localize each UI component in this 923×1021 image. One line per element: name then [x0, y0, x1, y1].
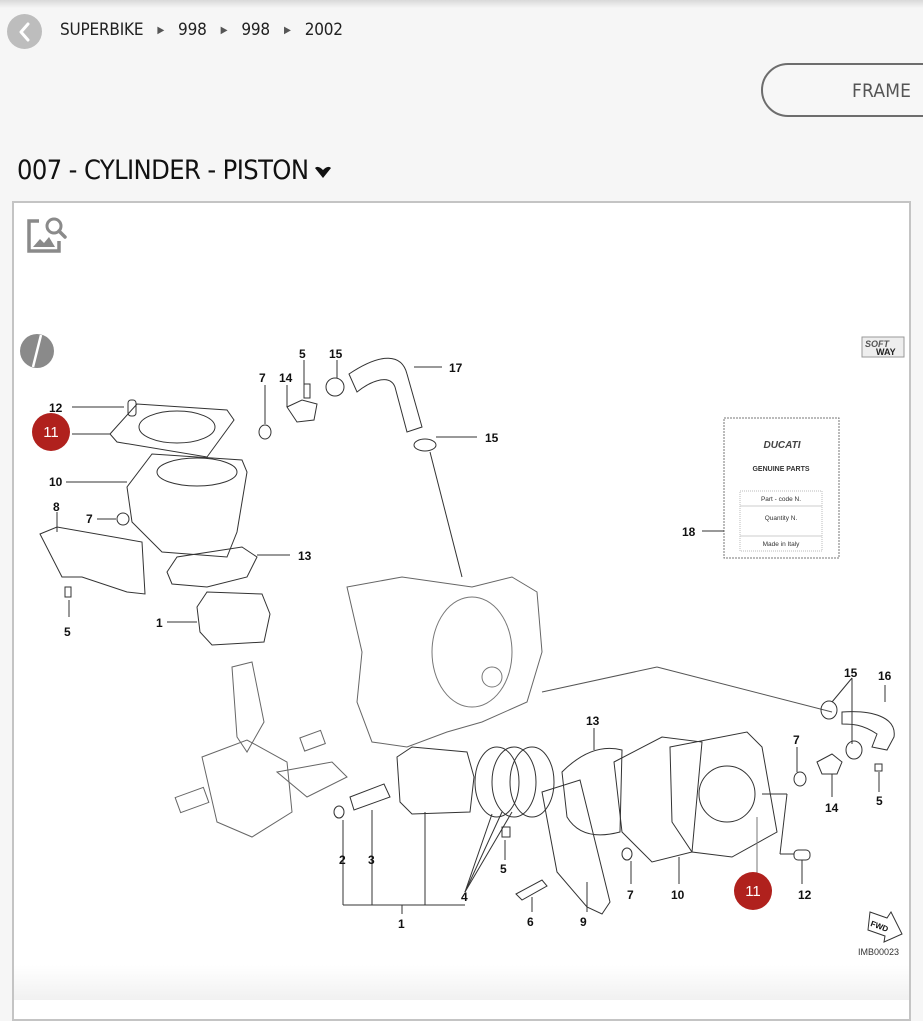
part-label: 14 — [279, 371, 293, 385]
part-label: 5 — [500, 862, 507, 876]
part-label: 10 — [671, 888, 685, 902]
part-label: 16 — [878, 669, 892, 683]
back-button[interactable] — [7, 14, 42, 49]
tag-subtitle: GENUINE PARTS — [752, 466, 809, 473]
softway-logo-text-2: WAY — [876, 347, 896, 357]
part-label: 14 — [825, 801, 839, 815]
part-label: 5 — [64, 625, 71, 639]
frame-button-label: FRAME — [852, 80, 912, 102]
part-label: 1 — [156, 616, 163, 630]
fwd-arrow-icon: FWD — [867, 911, 903, 943]
breadcrumb-separator-icon: ▶ — [157, 24, 165, 36]
image-zoom-icon[interactable] — [26, 215, 68, 259]
part-label: 15 — [844, 666, 858, 680]
chevron-left-icon — [19, 22, 29, 41]
part-label: 15 — [329, 347, 343, 361]
part-label: 12 — [49, 401, 63, 415]
parts-diagram-panel: SOFT WAY — [12, 201, 911, 1021]
brand-logo-icon — [19, 333, 55, 373]
part-label: 5 — [299, 347, 306, 361]
breadcrumb-item-family[interactable]: 998 — [178, 20, 207, 40]
page-title[interactable]: 007 - CYLINDER - PISTON — [17, 155, 332, 186]
part-label: 7 — [86, 512, 93, 526]
part-callout-highlight[interactable]: 11 — [734, 872, 772, 910]
breadcrumb-item-category[interactable]: SUPERBIKE — [60, 20, 144, 40]
breadcrumb-item-model[interactable]: 998 — [241, 20, 270, 40]
part-callout-highlight[interactable]: 11 — [32, 413, 70, 451]
part-label: 6 — [527, 915, 534, 929]
tag-origin: Made in Italy — [763, 541, 801, 548]
tag-part-code: Part - code N. — [761, 496, 801, 503]
genuine-parts-tag — [723, 417, 840, 559]
part-label: 17 — [449, 361, 463, 375]
part-label: 5 — [876, 794, 883, 808]
breadcrumb: SUPERBIKE ▶ 998 ▶ 998 ▶ 2002 — [60, 20, 343, 40]
tag-brand: DUCATI — [763, 440, 800, 451]
breadcrumb-separator-icon: ▶ — [283, 24, 291, 36]
part-label: 15 — [485, 431, 499, 445]
part-label: 2 — [339, 853, 346, 867]
chevron-down-icon[interactable] — [314, 155, 332, 186]
part-label: 18 — [682, 525, 696, 539]
page-title-text: 007 - CYLINDER - PISTON — [17, 155, 309, 186]
bottom-fade — [14, 965, 909, 1000]
part-label: 7 — [259, 371, 266, 385]
diagram-image-code: IMB00023 — [858, 947, 899, 957]
part-label: 4 — [461, 890, 468, 904]
part-label: 3 — [368, 853, 375, 867]
top-shadow — [0, 0, 923, 8]
part-label: 9 — [580, 915, 587, 929]
tag-quantity: Quantity N. — [765, 515, 798, 522]
part-label: 10 — [49, 475, 63, 489]
exploded-parts-diagram: SOFT WAY — [39, 336, 905, 957]
frame-button[interactable]: FRAME — [761, 63, 923, 117]
part-label: 1 — [398, 917, 405, 931]
part-label: 13 — [298, 549, 312, 563]
part-label: 13 — [586, 714, 600, 728]
breadcrumb-item-year[interactable]: 2002 — [304, 20, 343, 40]
softway-logo-text-1: SOFT — [865, 339, 891, 349]
part-label: 7 — [627, 888, 634, 902]
softway-logo: SOFT WAY — [861, 336, 905, 358]
part-label: 7 — [793, 733, 800, 747]
part-label: 12 — [798, 888, 812, 902]
part-label: 8 — [53, 500, 60, 514]
breadcrumb-separator-icon: ▶ — [220, 24, 228, 36]
